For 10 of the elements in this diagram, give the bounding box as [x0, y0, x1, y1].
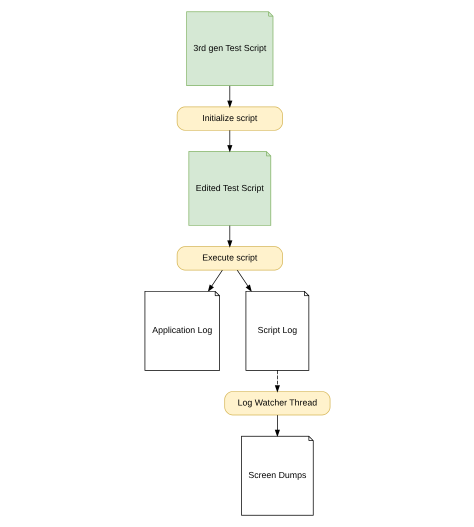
- arrow: [226, 130, 232, 152]
- arrow: [236, 270, 252, 292]
- arrow: [226, 225, 232, 248]
- node-box: Execute script: [176, 246, 282, 270]
- arrow: [207, 270, 222, 292]
- node-box: Initialize script: [176, 106, 282, 131]
- arrow: [274, 414, 280, 438]
- node-box: Log Watcher Thread: [224, 391, 330, 416]
- arrow: [274, 370, 280, 393]
- arrow: [226, 86, 232, 108]
